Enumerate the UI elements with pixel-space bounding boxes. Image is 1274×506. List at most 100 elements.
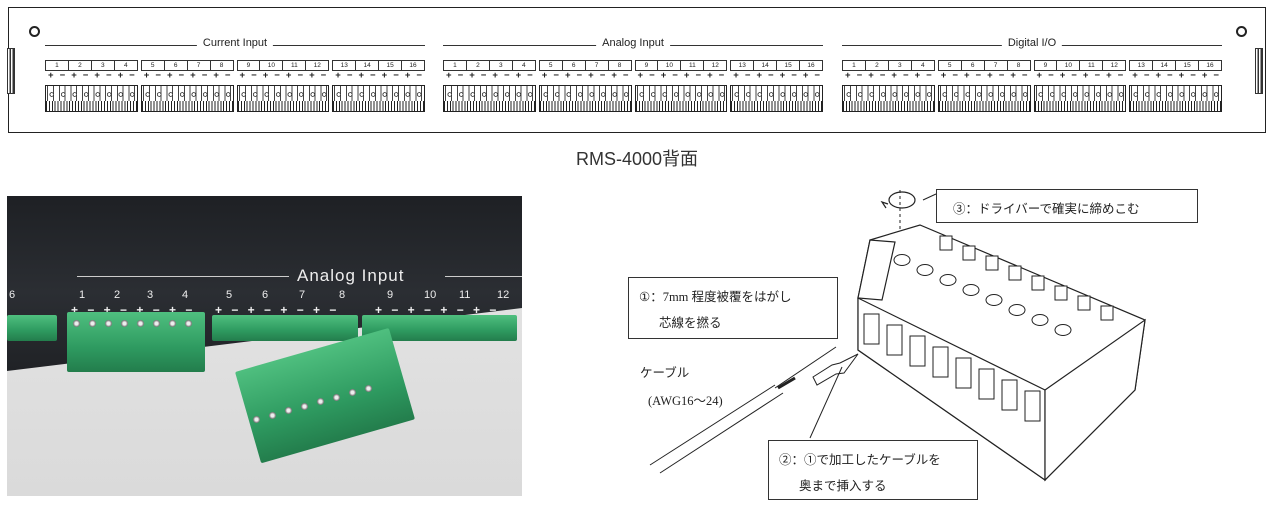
polarity-row: +−+−+−+− [635, 71, 728, 81]
polarity-mark: + [1155, 70, 1162, 81]
polarity-mark: + [262, 70, 269, 81]
polarity-mark: + [213, 70, 219, 81]
wire-slot [1024, 390, 1041, 422]
polarity-mark: + [588, 70, 594, 81]
channel-number: 14 [356, 61, 380, 70]
photo-channel-num: 6 [262, 289, 269, 301]
polarity-mark: + [358, 70, 365, 81]
polarity-mark: − [82, 70, 89, 81]
mount-screw-icon-left [29, 26, 40, 37]
socket-screw-icon [73, 320, 80, 327]
terminal-connector [1033, 85, 1127, 112]
socket-screw-icon [121, 320, 128, 327]
terminal-connector [443, 85, 536, 112]
polarity-mark: + [779, 70, 786, 81]
polarity-mark: − [346, 70, 353, 81]
polarity-mark: + [611, 70, 617, 81]
plug-screw-icon [269, 411, 276, 419]
screw-hole [985, 294, 1003, 306]
polarity-mark: − [129, 70, 135, 81]
group-title: Digital I/O [1001, 37, 1063, 49]
cable-illustration [649, 376, 796, 474]
polarity-mark: + [802, 70, 809, 81]
polarity-mark: + [541, 70, 548, 81]
removed-connector-socket [67, 312, 205, 372]
polarity-row: +−+−+−+− [938, 71, 1031, 81]
photo-channel-num: 5 [226, 289, 233, 301]
polarity-mark: − [527, 70, 533, 81]
photo-group-title: Analog Input [297, 266, 405, 285]
terminal-tab [1008, 265, 1022, 281]
plug-screw-icon [285, 407, 292, 414]
polarity-mark: + [637, 70, 644, 81]
channel-number: 16 [409, 62, 417, 69]
channel-number: 3 [889, 61, 912, 70]
polarity-mark: + [239, 70, 246, 81]
polarity-mark: + [404, 70, 411, 81]
wire-slot [955, 357, 972, 389]
wire-slot [978, 368, 995, 400]
mount-screw-icon-right [1236, 26, 1247, 37]
wire-slot [863, 313, 880, 345]
step1-text-line1: ①：7mm 程度被覆をはがし [639, 290, 792, 304]
polarity-mark: + [707, 70, 713, 81]
polarity-mark: − [576, 70, 583, 81]
step1-callout: ①：7mm 程度被覆をはがし 芯線を撚る [628, 277, 838, 339]
wire-slot [932, 346, 949, 378]
polarity-mark: + [117, 70, 124, 81]
cable-label: ケーブル [640, 366, 690, 380]
polarity-mark: − [1117, 70, 1124, 81]
polarity-mark: − [480, 70, 487, 81]
rack-handle-right [1255, 48, 1263, 94]
panel-caption: RMS-4000背面 [575, 149, 699, 169]
polarity-mark: − [416, 70, 422, 81]
channel-number: 11 [1080, 61, 1104, 70]
channel-number: 1 [444, 61, 467, 70]
polarity-mark: − [744, 70, 751, 81]
photo-channel-num-edge: 6 [9, 289, 16, 301]
plug-screw-icon [349, 389, 356, 396]
photo-channel-num: 7 [299, 289, 306, 301]
photo-channel-num: 1 [79, 289, 86, 301]
polarity-mark: + [515, 70, 522, 81]
polarity-row: +−+−+−+− [539, 71, 632, 81]
channel-number: 15 [1176, 61, 1200, 70]
polarity-mark: − [926, 70, 932, 81]
terminal-tab [1054, 285, 1068, 301]
polarity-row: +−+−+−+− [1034, 71, 1127, 81]
channel-number: 11 [681, 61, 705, 70]
socket-screw-icon [137, 320, 144, 327]
polarity-mark: − [320, 70, 327, 81]
channel-number: 14 [1153, 61, 1177, 70]
plug-screw-icon [333, 393, 340, 401]
screw-hole [939, 274, 957, 286]
plug-screw-icon [253, 416, 260, 423]
rack-handle-left [7, 48, 15, 94]
photo-channel-num: 4 [182, 289, 189, 301]
channel-number: 3 [92, 61, 115, 70]
socket-screw-icon [89, 320, 96, 327]
polarity-mark: − [1021, 70, 1028, 81]
polarity-mark: − [59, 70, 66, 81]
polarity-mark: − [274, 70, 280, 81]
channel-number: 12 [711, 62, 719, 69]
terminal-tab [1077, 295, 1091, 311]
polarity-mark: + [660, 70, 667, 81]
insert-arrow-icon [812, 353, 859, 386]
polarity-mark: − [178, 70, 185, 81]
terminal-connector [937, 85, 1031, 112]
polarity-mark: + [166, 70, 173, 81]
screw-hole [893, 254, 911, 266]
polarity-row: +−+−+−+− [332, 71, 425, 81]
cable-spec: (AWG16～24) [648, 394, 723, 408]
terminal-tab [939, 235, 953, 251]
polarity-mark: − [902, 70, 909, 81]
